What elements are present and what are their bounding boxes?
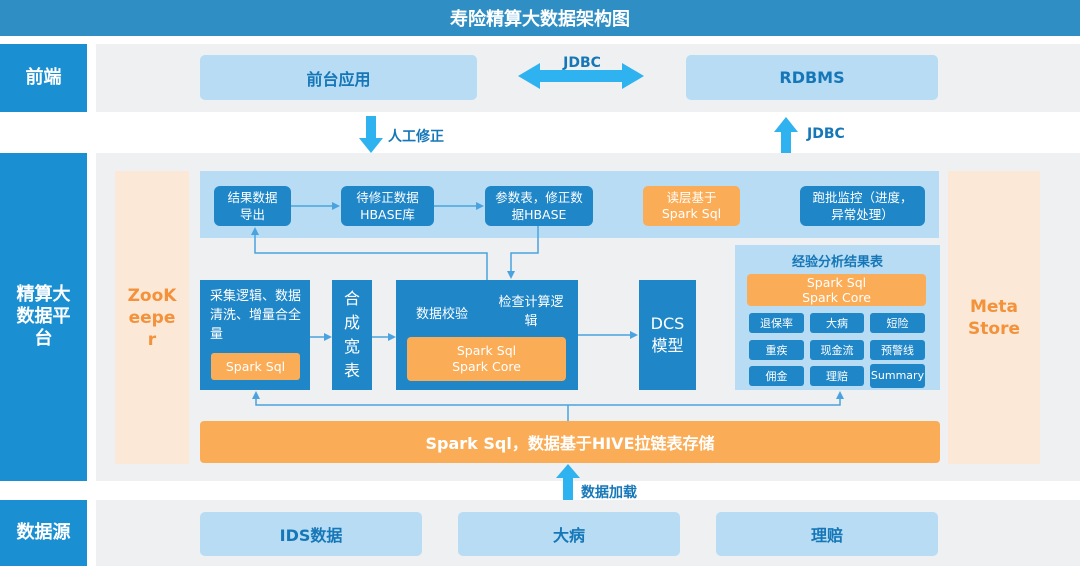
metastore-text: Meta Store	[968, 296, 1020, 339]
dcs-box: DCS模型	[639, 280, 696, 390]
check-engine: Spark Sql Spark Core	[407, 337, 566, 381]
params-box: 参数表，修正数据HBASE	[485, 186, 593, 226]
frontend-app-box: 前台应用	[200, 55, 477, 100]
check-left-text: 数据校验	[416, 307, 469, 322]
hbase-pending-box: 待修正数据HBASE库	[341, 186, 434, 226]
layer-label-source: 数据源	[0, 500, 87, 566]
layer-label-platform: 精算大数据平台	[0, 153, 87, 481]
exp-cell-1: 大病	[810, 313, 864, 333]
jdbc-up-arrow	[774, 117, 798, 153]
experience-title: 经验分析结果表	[791, 255, 883, 270]
metastore-box: Meta Store	[948, 171, 1040, 464]
manual-fix-label: 人工修正	[388, 129, 444, 145]
zookeeper-text: ZooKeeper	[127, 285, 177, 350]
jdbc-up-label: JDBC	[807, 126, 845, 142]
experience-engine: Spark Sql Spark Core	[747, 274, 926, 306]
diagram-title: 寿险精算大数据架构图	[0, 0, 1080, 36]
exp-cell-3: 重疾	[749, 340, 804, 360]
merge-box: 合成宽表	[332, 280, 372, 390]
manual-fix-arrow	[359, 116, 383, 153]
layer-label-frontend: 前端	[0, 44, 87, 112]
exp-cell-2: 短险	[870, 313, 925, 333]
zookeeper-box: ZooKeeper	[115, 171, 189, 464]
export-box: 结果数据导出	[214, 186, 291, 226]
exp-cell-0: 退保率	[749, 313, 804, 333]
rdbms-box: RDBMS	[686, 55, 938, 100]
check-right-text: 检查计算逻辑	[498, 295, 564, 329]
collect-text: 采集逻辑、数据清洗、增量合全量	[210, 289, 302, 342]
read-layer-box: 读层基于Spark Sql	[643, 186, 740, 226]
collect-engine: Spark Sql	[211, 353, 300, 380]
merge-text: 合成宽表	[343, 289, 360, 380]
exp-cell-4: 现金流	[810, 340, 864, 360]
storage-bar: Spark Sql，数据基于HIVE拉链表存储	[200, 421, 940, 463]
layer-label-platform-text: 精算大数据平台	[16, 284, 71, 349]
exp-cell-6: 佣金	[749, 366, 804, 386]
source-box-ids: IDS数据	[200, 512, 422, 556]
exp-cell-5: 预警线	[870, 340, 925, 360]
exp-cell-8: Summary	[870, 364, 925, 388]
source-box-claims: 理赔	[716, 512, 938, 556]
data-load-label: 数据加载	[581, 485, 637, 501]
source-box-critical: 大病	[458, 512, 680, 556]
monitor-box: 跑批监控（进度，异常处理）	[800, 186, 925, 226]
exp-cell-7: 理赔	[810, 366, 864, 386]
dcs-text: DCS模型	[650, 314, 685, 355]
jdbc-link-label: JDBC	[563, 55, 601, 71]
